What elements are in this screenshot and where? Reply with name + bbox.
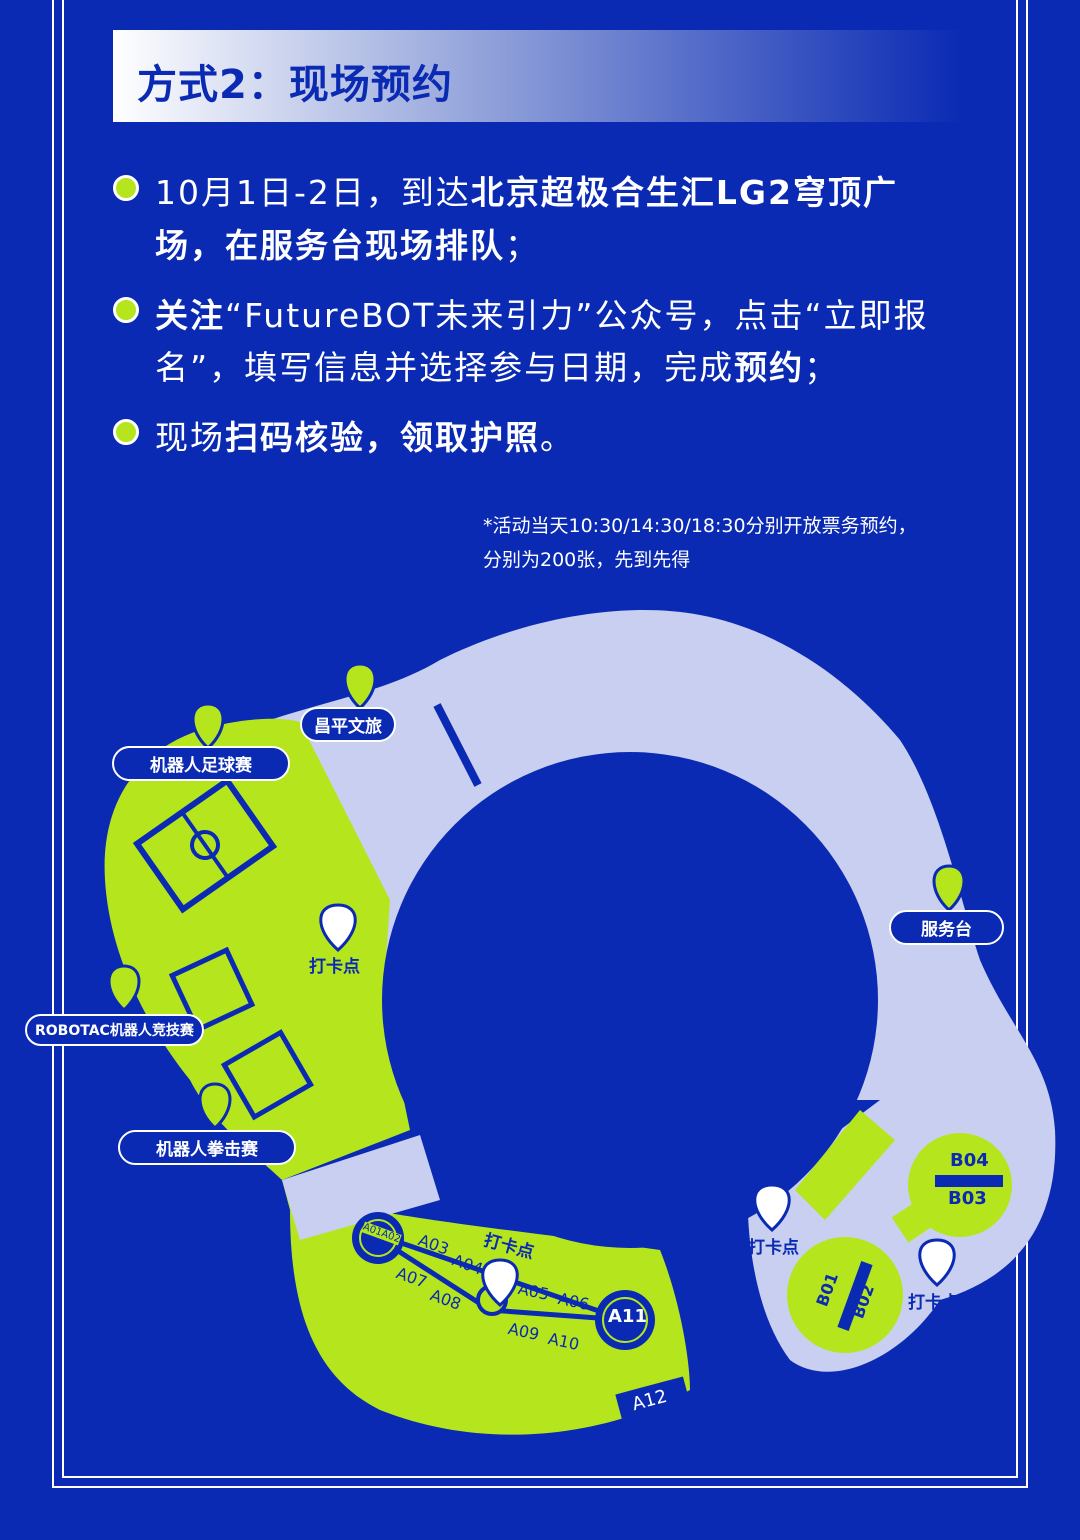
frame-outer (52, 0, 1028, 1488)
body-text: 名”，填写信息并选择参与日期，完成 (155, 348, 735, 387)
bullet-1-line-1: 10月1日-2日，到达北京超极合生汇LG2穹顶广 (155, 166, 898, 214)
map-lavender-strip (282, 1135, 440, 1240)
frame-inner (62, 0, 1018, 1478)
bullet-dot (113, 175, 139, 201)
checkin-label: 打卡点 (748, 1238, 799, 1258)
map-label-robotac: ROBOTAC机器人竞技赛 (25, 1014, 204, 1046)
emphasis-text: 关注 (155, 296, 225, 335)
title-banner (113, 30, 963, 122)
checkin-pin-icons (319, 903, 956, 1307)
emphasis-text: 预约 (734, 348, 805, 387)
checkin-label: 打卡点 (309, 957, 360, 977)
bullet-3-line-1: 现场扫码核验，领取护照。 (155, 411, 575, 459)
map-pin-icons (107, 662, 966, 1131)
checkin-label: 打卡点 (908, 1293, 959, 1313)
bullet-2-line-2: 名”，填写信息并选择参与日期，完成预约； (155, 341, 839, 389)
body-text: 现场 (155, 418, 225, 457)
page-title: 方式2：现场预约 (137, 62, 453, 108)
emphasis-text: 场，在服务台现场排队 (155, 226, 505, 265)
bullet-dot (113, 419, 139, 445)
emphasis-text: 扫码核验，领取护照 (225, 418, 540, 457)
emphasis-text: 北京超极合生汇LG2穹顶广 (470, 173, 898, 212)
note-line-2: 分别为200张，先到先得 (483, 549, 691, 571)
map-label-service: 服务台 (889, 910, 1004, 945)
body-text: 10月1日-2日，到达 (155, 173, 471, 212)
body-text: ； (505, 226, 540, 265)
map-label-soccer: 机器人足球赛 (112, 746, 290, 781)
central-dome (382, 752, 878, 1248)
body-text: “FutureBOT未来引力”公众号，点击“立即报 (225, 296, 929, 335)
body-text: 。 (540, 418, 575, 457)
bullet-1-line-2: 场，在服务台现场排队； (155, 219, 540, 267)
zone-b01-b02 (787, 1237, 903, 1353)
note-line-1: *活动当天10:30/14:30/18:30分别开放票务预约， (483, 515, 917, 537)
zone-b03: B03 (948, 1188, 987, 1209)
map-label-boxing: 机器人拳击赛 (118, 1130, 296, 1165)
soccer-field (132, 776, 278, 914)
body-text: ； (804, 348, 840, 387)
zone-a11: A11 (608, 1306, 647, 1327)
bullet-dot (113, 297, 139, 323)
venue-map (104, 610, 1056, 1435)
bullet-2-line-1: 关注“FutureBOT未来引力”公众号，点击“立即报 (155, 289, 929, 337)
map-label-changping: 昌平文旅 (300, 707, 396, 742)
zone-b04: B04 (950, 1150, 989, 1171)
